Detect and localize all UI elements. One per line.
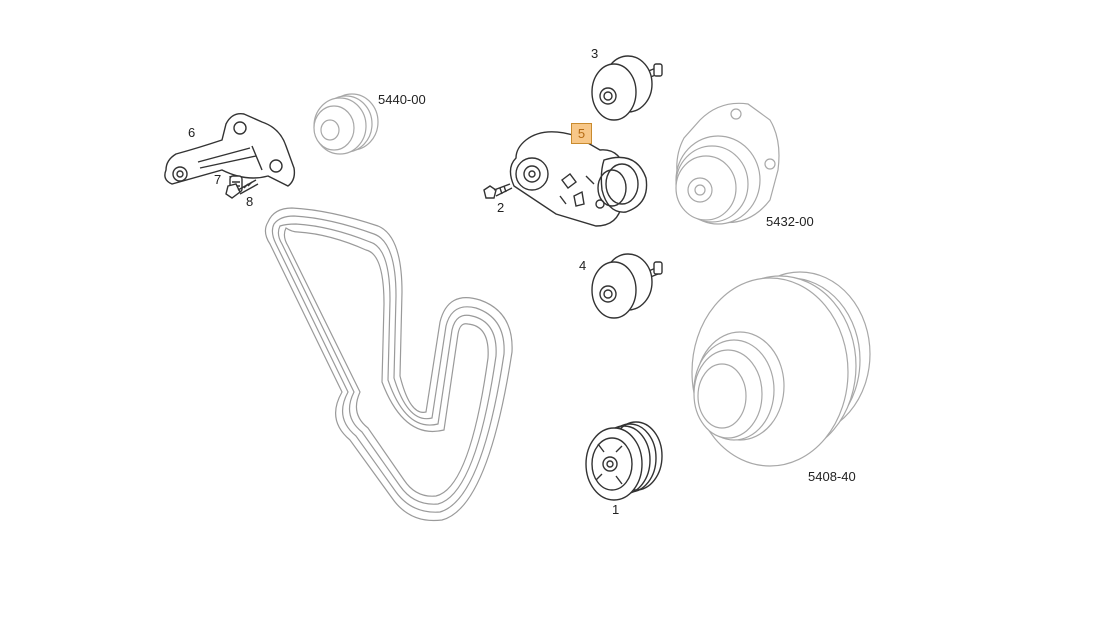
idler-pulley-part-4[interactable] [591, 253, 663, 319]
crank-pulley-5408-40[interactable] [691, 271, 871, 467]
pulley-part-1[interactable] [585, 421, 663, 501]
part-label-3[interactable]: 3 [591, 46, 599, 61]
part-label-6[interactable]: 6 [188, 125, 196, 140]
part-label-4[interactable]: 4 [579, 258, 587, 273]
serpentine-belt[interactable] [264, 207, 513, 522]
highlighted-part-label-5[interactable]: 5 [571, 123, 592, 144]
idler-pulley-part-3[interactable] [591, 55, 663, 121]
pulley-5440-00[interactable] [313, 93, 379, 155]
ref-label-5408-40[interactable]: 5408-40 [808, 469, 856, 484]
part-label-8[interactable]: 8 [246, 194, 254, 209]
bolt-part-8[interactable] [225, 179, 259, 199]
part-label-1[interactable]: 1 [612, 502, 620, 517]
water-pump-5432-00[interactable] [675, 102, 780, 225]
bolt-part-2[interactable] [483, 183, 513, 199]
part-label-2[interactable]: 2 [497, 200, 505, 215]
ref-label-5440-00[interactable]: 5440-00 [378, 92, 426, 107]
part-label-7[interactable]: 7 [214, 172, 222, 187]
tensioner-part-5[interactable] [509, 131, 648, 227]
ref-label-5432-00[interactable]: 5432-00 [766, 214, 814, 229]
